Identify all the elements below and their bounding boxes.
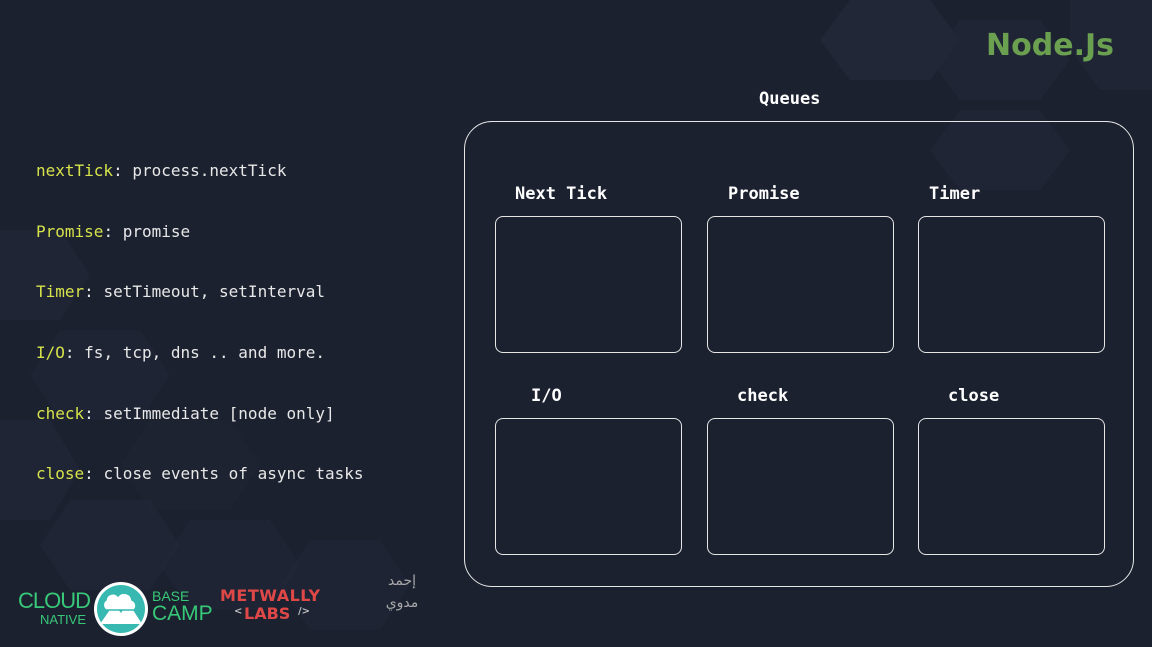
queue-box-io	[495, 418, 682, 555]
queue-label-promise: Promise	[728, 184, 800, 204]
queues-title: Queues	[759, 89, 821, 109]
definition-text: : close events of async tasks	[84, 464, 364, 484]
queue-label-close: close	[948, 386, 1000, 406]
queue-label-io: I/O	[531, 386, 562, 406]
definition-text: : process.nextTick	[113, 161, 287, 180]
signature-logo: إحمد مدوي	[385, 573, 419, 611]
logo-labs-right: />	[298, 606, 311, 617]
definition-key: Timer	[36, 282, 85, 302]
logo-metwally-text: METWALLY	[220, 586, 321, 605]
logo-labs-left: <	[234, 606, 243, 617]
definition-text: : setTimeout, setInterval	[84, 282, 325, 302]
definition-close: close: close events of async tasks	[36, 463, 364, 524]
definition-text: : promise	[103, 221, 191, 241]
definition-check: check: setImmediate [node only]	[36, 403, 364, 464]
definition-next-tick: nextTick: process.nextTick	[36, 160, 364, 221]
queues-panel	[464, 121, 1134, 587]
logo-native-text: NATIVE	[40, 612, 86, 627]
definition-key: check	[36, 403, 85, 423]
logo-cloud-text: CLOUD	[18, 588, 91, 613]
definitions-list: nextTick: process.nextTick Promise: prom…	[36, 160, 364, 524]
queue-box-check	[707, 418, 894, 555]
queue-label-check: check	[737, 386, 789, 406]
cloud-native-basecamp-logo: CLOUD NATIVE BASE CAMP	[16, 578, 213, 638]
definition-key: Promise	[36, 221, 104, 241]
definition-key: close	[36, 464, 85, 484]
logo-base-text: BASE	[152, 588, 190, 604]
queue-box-timer	[918, 216, 1105, 353]
definition-text: : fs, tcp, dns .. and more.	[64, 343, 325, 363]
queue-box-close	[918, 418, 1105, 555]
brand-title: Node.Js	[986, 28, 1114, 63]
logo-labs-text: LABS	[244, 604, 291, 623]
definition-key: I/O	[36, 343, 65, 363]
metwally-labs-logo: METWALLY < LABS />	[220, 586, 330, 630]
queue-box-next-tick	[495, 216, 682, 353]
queue-label-next-tick: Next Tick	[515, 184, 608, 204]
definition-promise: Promise: promise	[36, 221, 364, 282]
queue-label-timer: Timer	[929, 184, 981, 204]
definition-text: : setImmediate [node only]	[84, 403, 335, 423]
logo-camp-text: CAMP	[152, 602, 213, 625]
queue-box-promise	[707, 216, 894, 353]
mountain-cloud-icon	[94, 582, 148, 636]
definition-timer: Timer: setTimeout, setInterval	[36, 281, 364, 342]
definition-key: nextTick	[36, 161, 114, 180]
definition-io: I/O: fs, tcp, dns .. and more.	[36, 342, 364, 403]
